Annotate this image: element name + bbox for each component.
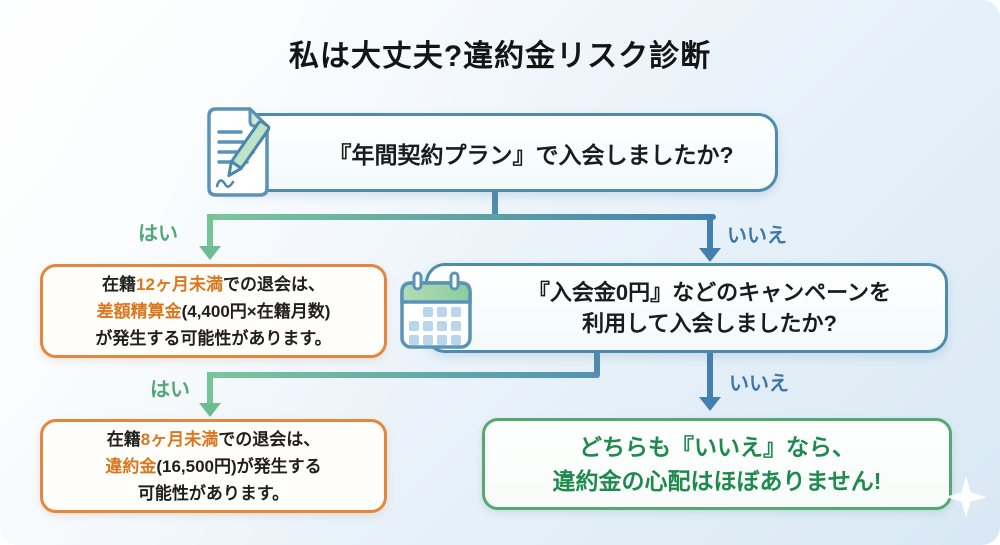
connector-branch1-no-drop [707, 214, 713, 249]
connector-branch2-no-drop [707, 350, 713, 398]
risk-1-line-3: が発生する可能性があります。 [95, 328, 332, 348]
risk-1-line-1: 在籍12ヶ月未満での退会は、 [102, 274, 325, 294]
risk-1-box: 在籍12ヶ月未満での退会は、 差額精算金(4,400円×在籍月数) が発生する可… [40, 264, 387, 358]
result-box: どちらも『いいえ』なら、 違約金の心配はほぼありません! [482, 418, 952, 510]
calendar-icon [400, 271, 472, 349]
connector-branch2-yes-drop [207, 372, 213, 404]
arrow-down-branch1-yes-icon [199, 246, 221, 260]
arrow-down-branch2-yes-icon [199, 403, 221, 417]
question-1-text: 『年間契約プラン』で入会しましたか? [328, 141, 734, 168]
page-title: 私は大丈夫?違約金リスク診断 [288, 40, 712, 73]
risk-2-line-1: 在籍8ヶ月未満での退会は、 [106, 429, 321, 449]
connector-branch1-yes-drop [207, 214, 213, 247]
question-2-line-2: 利用して入会しましたか? [582, 311, 837, 336]
risk-1-highlight-months: 12ヶ月未満 [136, 274, 223, 294]
connector-branch2-bar [207, 372, 600, 378]
risk-1-highlight-fee: 差額精算金 [96, 301, 182, 321]
arrow-down-branch1-no-icon [699, 248, 721, 262]
arrow-down-branch2-no-icon [699, 397, 721, 411]
branch1-no-label: いいえ [727, 225, 787, 247]
connector-branch1-bar [207, 214, 716, 220]
question-2-box: 『入会金0円』などのキャンペーンを 利用して入会しましたか? [400, 263, 948, 353]
contract-document-pen-icon [207, 107, 271, 197]
result-line-1: どちらも『いいえ』なら、 [579, 434, 855, 460]
risk-2-line-2: 違約金(16,500円)が発生する [105, 456, 322, 476]
risk-1-line-2: 差額精算金(4,400円×在籍月数) [96, 301, 331, 321]
result-line-2: 違約金の心配はほぼありません! [552, 468, 882, 494]
question-1-box: 『年間契約プラン』で入会しましたか? [207, 107, 778, 197]
connector-q1-stem [492, 190, 498, 216]
branch2-no-label: いいえ [729, 373, 789, 395]
risk-2-line-3: 可能性があります。 [137, 483, 290, 503]
branch1-yes-label: はい [138, 223, 178, 245]
risk-2-highlight-months: 8ヶ月未満 [140, 429, 219, 449]
branch2-yes-label: はい [150, 379, 190, 401]
question-2-line-1: 『入会金0円』などのキャンペーンを [527, 280, 892, 305]
connector-q2-stem [594, 350, 600, 375]
risk-2-highlight-fee: 違約金 [105, 456, 157, 476]
risk-2-box: 在籍8ヶ月未満での退会は、 違約金(16,500円)が発生する 可能性があります… [40, 419, 387, 513]
